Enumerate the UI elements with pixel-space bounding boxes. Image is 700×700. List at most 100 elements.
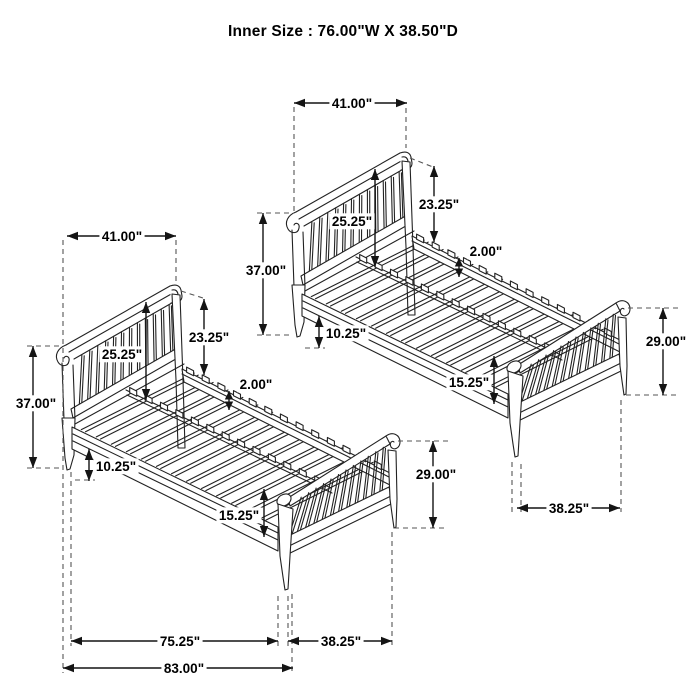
- dimension-label: 2.00": [470, 244, 503, 259]
- dimension-arrow: [658, 384, 668, 395]
- dimension-23.25: 23.25": [186, 299, 232, 375]
- dimension-label-bg: [446, 374, 492, 391]
- dimension-38.25: 38.25": [288, 633, 392, 650]
- dimension-label: 25.25": [332, 214, 372, 229]
- dimension-label-bg: [416, 196, 462, 213]
- dimension-arrow: [258, 213, 268, 224]
- dimension-label: 25.25": [102, 347, 142, 362]
- dimension-arrow: [259, 526, 269, 537]
- dimension-41.00: 41.00": [294, 95, 407, 112]
- dimension-annotations: 41.00" 25.25" 23.25" 37.00" 2.00" 10.25" 15.25…: [13, 95, 689, 677]
- dimension-arrow: [314, 316, 324, 327]
- dimension-arrow: [381, 636, 392, 646]
- dimension-arrow: [282, 663, 293, 673]
- dimension-label: 10.25": [326, 326, 366, 341]
- bed-upper-annotations: 41.00" 25.25" 23.25" 37.00" 2.00" 10.25" 15.25…: [243, 95, 689, 517]
- dimension-arrow: [141, 389, 151, 400]
- dimension-arrow: [199, 364, 209, 375]
- dimension-arrow: [428, 441, 438, 452]
- dimension-arrow: [429, 231, 439, 242]
- dimension-label-bg: [99, 346, 145, 363]
- dimension-25.25: 25.25": [99, 302, 151, 400]
- dimension-arrow: [67, 231, 78, 241]
- dimension-label: 38.25": [549, 501, 589, 516]
- dimension-label: 2.00": [240, 377, 273, 392]
- extension-line: [180, 290, 204, 299]
- dimension-arrow: [224, 391, 234, 400]
- dimension-label: 15.25": [219, 508, 259, 523]
- dimension-15.25: 15.25": [446, 356, 499, 404]
- dimension-arrow: [224, 401, 234, 410]
- dimension-label-bg: [99, 228, 145, 245]
- dimension-label: 15.25": [449, 375, 489, 390]
- bed-lower-annotations: 41.00" 25.25" 23.25" 37.00" 2.00" 10.25" 15.25…: [13, 228, 459, 677]
- dimension-25.25: 25.25": [329, 169, 380, 267]
- dimension-label-bg: [323, 325, 369, 342]
- dimension-arrow: [609, 503, 620, 513]
- dimension-10.25: 10.25": [314, 316, 369, 348]
- dimension-arrow: [199, 299, 209, 310]
- dimension-2.00: 2.00": [224, 376, 275, 410]
- dimension-label-bg: [546, 500, 592, 517]
- dimension-75.25: 75.25": [71, 633, 278, 650]
- dimension-label-bg: [243, 262, 289, 279]
- dimension-label-bg: [186, 329, 232, 346]
- dimension-label-bg: [93, 458, 139, 475]
- dimension-37.00: 37.00": [13, 346, 59, 468]
- dimension-label-bg: [467, 243, 505, 260]
- dimension-37.00: 37.00": [243, 213, 289, 335]
- dimension-arrow: [258, 324, 268, 335]
- dimension-arrow: [294, 98, 305, 108]
- dimension-label-bg: [237, 376, 275, 393]
- dimension-label-bg: [157, 633, 203, 650]
- extension-line: [409, 157, 434, 168]
- dimension-arrow: [71, 636, 82, 646]
- dimension-label: 41.00": [332, 96, 372, 111]
- dimension-arrow: [454, 268, 464, 277]
- dimension-arrow: [658, 308, 668, 319]
- dimension-29.00: 29.00": [413, 441, 459, 528]
- diagram-title: Inner Size : 76.00"W X 38.50"D: [227, 23, 459, 40]
- dimension-2.00: 2.00": [454, 243, 505, 277]
- dimension-arrow: [28, 346, 38, 357]
- dimension-arrow: [314, 337, 324, 348]
- dimension-15.25: 15.25": [216, 489, 269, 537]
- dimension-arrow: [370, 169, 380, 180]
- dimension-label: 23.25": [419, 197, 459, 212]
- dimension-arrow: [517, 503, 528, 513]
- dimension-label: 23.25": [189, 330, 229, 345]
- dimension-label: 75.25": [160, 634, 200, 649]
- dimension-arrow: [84, 449, 94, 460]
- dimension-label-bg: [329, 95, 375, 112]
- dimension-arrow: [259, 489, 269, 500]
- dimension-arrow: [28, 457, 38, 468]
- dimension-41.00: 41.00": [67, 228, 176, 245]
- dimension-arrow: [84, 470, 94, 481]
- dimension-arrow: [489, 356, 499, 367]
- dimension-label-bg: [216, 507, 262, 524]
- dimension-label-bg: [161, 660, 207, 677]
- dimension-23.25: 23.25": [416, 166, 462, 242]
- dimension-label: 41.00": [102, 229, 142, 244]
- dimension-label-bg: [643, 333, 689, 350]
- dimension-label: 83.00": [164, 661, 204, 676]
- dimension-arrow: [489, 393, 499, 404]
- dimension-arrow: [396, 98, 407, 108]
- dimension-arrow: [267, 636, 278, 646]
- dimension-label-bg: [413, 466, 459, 483]
- dimension-arrow: [454, 258, 464, 267]
- dimension-label-bg: [329, 213, 375, 230]
- dimension-arrow: [288, 636, 299, 646]
- dimension-arrow: [370, 256, 380, 267]
- dimension-label-bg: [318, 633, 364, 650]
- dimension-label: 10.25": [96, 459, 136, 474]
- dimension-38.25: 38.25": [517, 500, 620, 517]
- dimension-arrow: [63, 663, 74, 673]
- dimension-label: 38.25": [321, 634, 361, 649]
- dimension-label-bg: [13, 395, 59, 412]
- dimension-label: 29.00": [646, 334, 686, 349]
- dimension-83.00: 83.00": [63, 660, 293, 677]
- dimension-label: 37.00": [246, 263, 286, 278]
